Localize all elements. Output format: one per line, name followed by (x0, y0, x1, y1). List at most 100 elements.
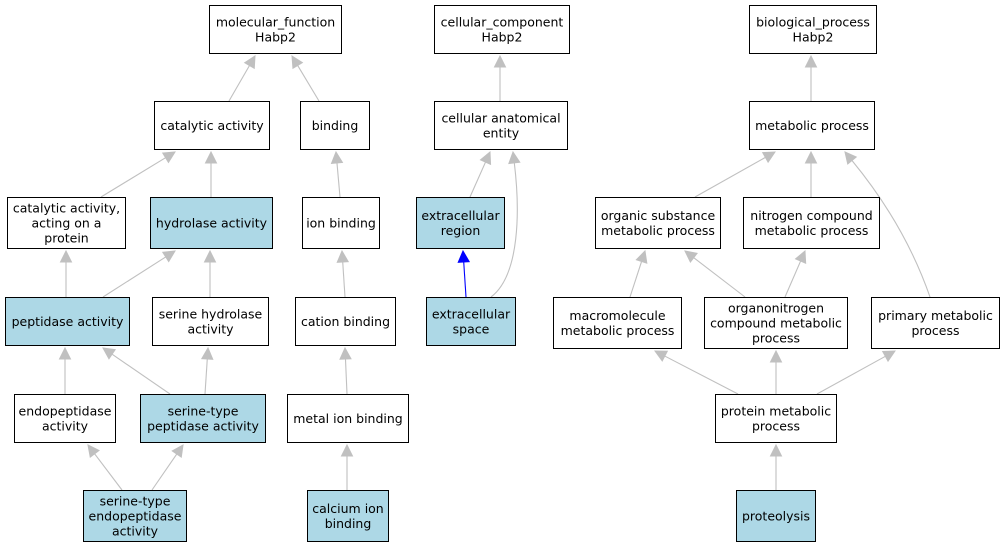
node-label-line: metabolic process (755, 223, 869, 238)
node-label-line: metabolic process (601, 223, 715, 238)
node-box (140, 394, 266, 443)
arrowhead (769, 443, 783, 457)
edge-line (102, 256, 167, 298)
arrowhead (769, 349, 783, 363)
node-label-line: region (441, 223, 481, 238)
node-label-line: molecular_function (216, 15, 335, 30)
go-term-node-proteolysis[interactable]: proteolysis (736, 490, 816, 542)
go-term-node-metal_ion[interactable]: metal ion binding (287, 394, 409, 443)
node-label-line: activity (187, 322, 234, 337)
edge-line (94, 453, 123, 491)
edge-line (851, 160, 931, 298)
node-label-line: cellular anatomical (441, 111, 560, 126)
arrowhead (479, 150, 492, 166)
node-label-line: biological_process (756, 15, 870, 30)
edge-ext_space-to-ext_region (457, 249, 471, 298)
node-box (7, 197, 126, 249)
edge-binding-to-mf_root (291, 55, 320, 102)
arrowhead (291, 55, 304, 70)
edge-ion_binding-to-binding (330, 150, 344, 198)
arrowhead (204, 150, 218, 164)
edge-peptidase-to-hydrolase (102, 250, 176, 298)
edge-line (228, 65, 250, 102)
arrowhead (87, 444, 100, 458)
node-box (416, 197, 505, 249)
arrowhead (102, 347, 117, 360)
edge-line (629, 261, 643, 298)
edge-cae-to-cc_root (493, 54, 507, 101)
arrowhead (804, 54, 818, 68)
node-label-line: protein (44, 231, 88, 246)
node-box (302, 197, 380, 249)
go-term-node-catalytic[interactable]: catalytic activity (154, 101, 270, 150)
edge-line (336, 162, 341, 198)
node-label-line: metabolic process (755, 118, 869, 133)
node-label-line: endopeptidase (19, 404, 112, 419)
arrowhead (330, 150, 344, 165)
node-box (14, 394, 116, 443)
edge-serine_endopeptidase-to-serine_peptidase (151, 444, 184, 491)
go-term-node-cation_binding[interactable]: cation binding (295, 297, 396, 346)
node-box (300, 101, 370, 150)
node-box (743, 197, 880, 249)
node-label-line: extracellular (421, 208, 500, 223)
edge-serine_hydrolase-to-hydrolase (203, 249, 217, 297)
go-term-node-peptidase[interactable]: peptidase activity (5, 297, 130, 346)
edge-peptidase-to-cat_protein (59, 249, 73, 297)
edge-ext_space-to-cae (490, 150, 521, 298)
edge-organonitrogen-to-nitrogen (784, 249, 807, 298)
go-term-node-metabolic[interactable]: metabolic process (749, 101, 875, 150)
node-label-line: entity (483, 126, 520, 141)
edge-metal_ion-to-cation_binding (339, 346, 352, 395)
node-box (704, 297, 848, 349)
arrowhead (161, 151, 176, 164)
node-label-line: Habp2 (793, 30, 834, 45)
edge-protein_met-to-macromolecule (654, 350, 739, 395)
node-label-line: metabolic process (561, 323, 675, 338)
edge-macromolecule-to-organic (629, 249, 648, 298)
arrowhead (844, 151, 858, 165)
edge-cation_binding-to-ion_binding (336, 249, 350, 298)
node-box (426, 297, 516, 346)
node-box (5, 297, 130, 346)
node-label-line: space (453, 322, 490, 337)
arrowhead (804, 150, 818, 164)
edge-line (151, 453, 178, 491)
arrowhead (493, 54, 507, 68)
node-label-line: catalytic activity (160, 118, 264, 133)
node-box (434, 101, 568, 150)
edge-line (297, 65, 320, 102)
go-term-node-ion_binding[interactable]: ion binding (302, 197, 380, 249)
node-label-line: organic substance (601, 208, 716, 223)
node-label-line: catalytic activity, (13, 201, 120, 216)
node-box (871, 297, 1000, 349)
go-term-node-hydrolase[interactable]: hydrolase activity (150, 197, 273, 249)
edge-line (664, 355, 739, 395)
node-label-line: extracellular (432, 307, 511, 322)
edge-layer (58, 54, 931, 491)
go-term-node-binding[interactable]: binding (300, 101, 370, 150)
node-box (749, 101, 875, 150)
arrowhead (336, 249, 350, 263)
edge-organonitrogen-to-organic (684, 250, 746, 298)
edge-metabolic-to-bp_root (804, 54, 818, 101)
